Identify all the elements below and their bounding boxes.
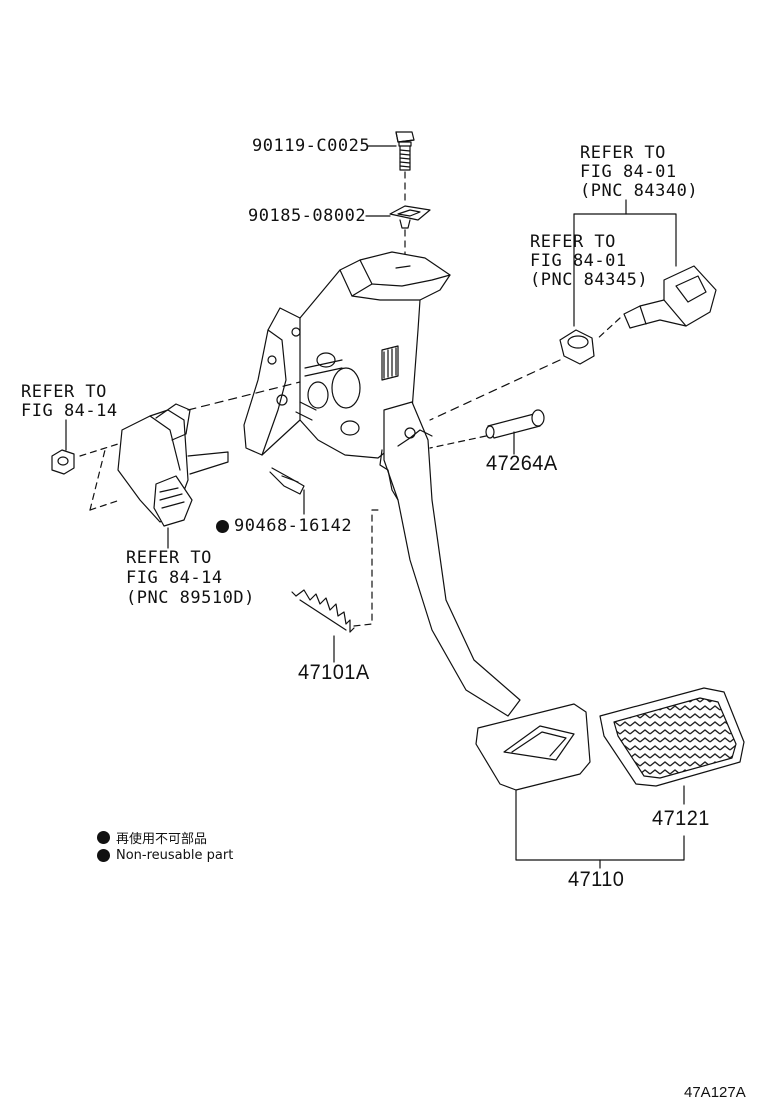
ref-label-nut-line1: REFER TO [21, 382, 107, 402]
bolt-part [395, 131, 415, 171]
stopper-cushion [559, 329, 595, 365]
ref-label-sensor-line1: REFER TO [126, 548, 212, 568]
dashed-line-sensor-left [89, 445, 107, 511]
dashed-line-spring [353, 509, 381, 627]
legend-dot [97, 849, 110, 862]
ref-label-sensor-line3: (PNC 89510D) [126, 588, 255, 608]
part-label-pad: 47121 [652, 807, 710, 830]
washer-part [389, 205, 431, 229]
ref-label-84340-line2: FIG 84-01 [580, 162, 677, 182]
dashed-line-cushion [429, 359, 561, 421]
part-label-pedal: 47110 [568, 868, 625, 891]
part-label-washer: 90185-08002 [248, 206, 367, 226]
ref-label-84345-line1: REFER TO [530, 232, 616, 252]
ref-label-84340-line1: REFER TO [580, 143, 666, 163]
legend-text-jp: 再使用不可部品 [116, 832, 208, 847]
non-reusable-dot [216, 520, 229, 533]
return-spring [291, 589, 355, 633]
ref-label-nut-line2: FIG 84-14 [21, 401, 118, 421]
pedal-pad-cover [599, 687, 745, 787]
pedal-pad [475, 703, 591, 791]
dashed-line-nut [79, 443, 119, 457]
retainer-clip [269, 467, 305, 495]
bracket-line-switch [573, 213, 677, 267]
part-label-clip: 90468-16142 [234, 516, 353, 536]
dashed-line-pin [429, 435, 487, 449]
legend-row-en: Non-reusable part [97, 848, 233, 863]
legend-text-en: Non-reusable part [116, 848, 234, 863]
part-label-pin: 47264A [486, 452, 558, 475]
part-label-bolt: 90119-C0025 [252, 136, 371, 156]
dashed-line-sensor-top [187, 381, 301, 411]
ref-label-84340-line3: (PNC 84340) [580, 181, 699, 201]
ref-label-84345-line3: (PNC 84345) [530, 270, 649, 290]
pedal-pin [485, 409, 545, 439]
dashed-line-sensor-bottom [89, 499, 121, 511]
legend-row-jp: 再使用不可部品 [97, 828, 207, 847]
sensor-nut [51, 449, 75, 475]
dashed-line-switch [595, 317, 621, 341]
part-label-spring: 47101A [298, 661, 370, 684]
figure-code: 47A127A [684, 1084, 746, 1101]
legend-dot [97, 831, 110, 844]
pedal-arm [379, 401, 521, 717]
stroke-sensor [117, 403, 229, 527]
stop-lamp-switch [623, 265, 717, 329]
ref-label-84345-line2: FIG 84-01 [530, 251, 627, 271]
ref-label-sensor-line2: FIG 84-14 [126, 568, 223, 588]
